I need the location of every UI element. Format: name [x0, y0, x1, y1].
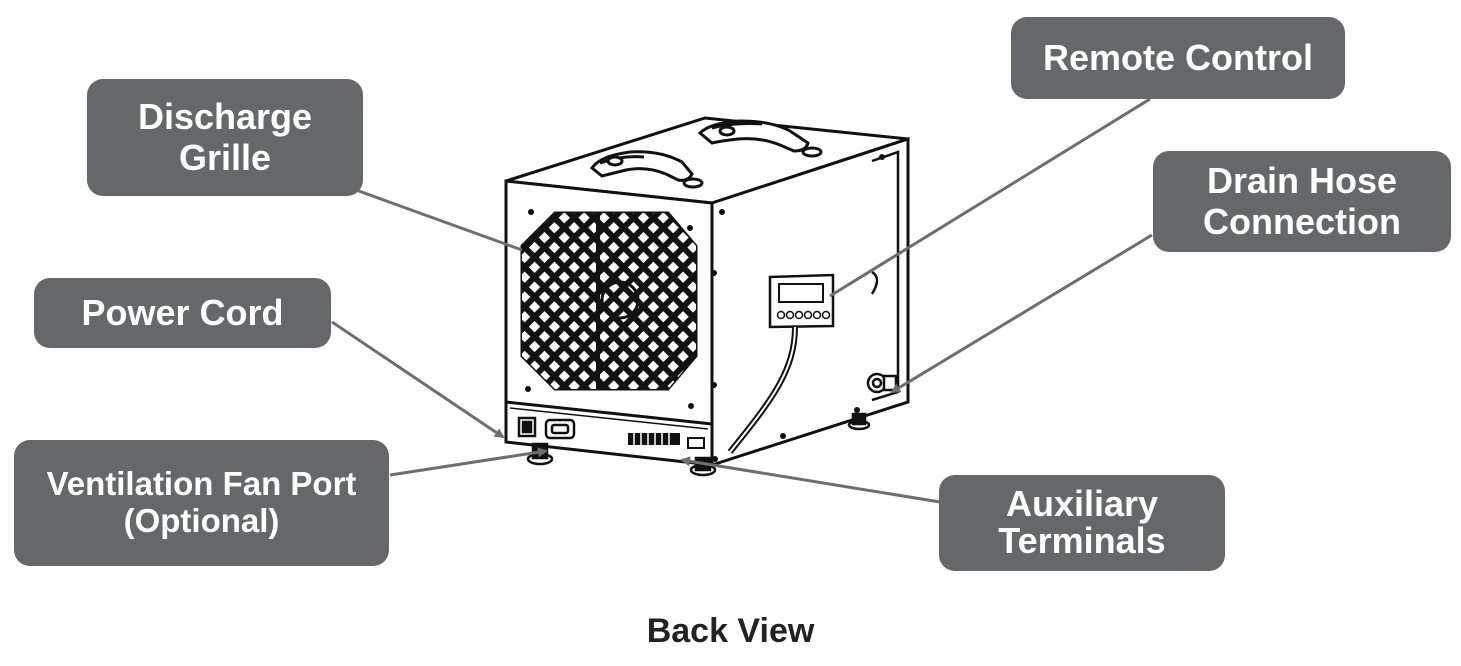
auxiliary-terminals — [628, 433, 705, 449]
callout-auxiliary-terminals: Auxiliary Terminals — [939, 475, 1225, 571]
leader-remote-control — [829, 97, 1151, 298]
callout-auxiliary-line2: Terminals — [998, 520, 1166, 561]
discharge-grille — [520, 211, 698, 391]
callout-drain-hose-connection: Drain Hose Connection — [1153, 151, 1451, 252]
callout-ventilation-fan-port: Ventilation Fan Port (Optional) — [14, 440, 389, 566]
power-cord-socket — [517, 416, 537, 438]
callout-power-cord-line1: Power Cord — [81, 291, 284, 333]
caption-back-view: Back View — [646, 612, 815, 650]
callout-discharge-grille: Discharge Grille — [87, 79, 363, 196]
leader-power-cord — [331, 320, 505, 439]
callout-remote-control-line1: Remote Control — [1043, 36, 1313, 78]
drain-hose-fitting — [866, 372, 898, 394]
callout-drain-hose-line2: Connection — [1203, 200, 1401, 242]
leader-discharge-grille — [355, 188, 523, 252]
ventilation-fan-port — [544, 418, 576, 440]
callout-ventilation-fan-line1: Ventilation Fan Port — [46, 465, 357, 503]
leader-ventilation-fan — [389, 447, 548, 477]
leader-auxiliary-terminals — [680, 456, 941, 504]
callout-drain-hose-line1: Drain Hose — [1206, 160, 1398, 202]
callout-auxiliary-line1: Auxiliary — [1005, 483, 1159, 525]
leader-lines — [331, 97, 1153, 504]
callout-ventilation-fan-line2: (Optional) — [123, 502, 280, 539]
callout-discharge-grille-line2: Grille — [178, 136, 272, 178]
callout-power-cord: Power Cord — [34, 278, 331, 348]
callout-discharge-grille-line1: Discharge — [137, 96, 313, 138]
leader-drain-hose — [890, 233, 1153, 394]
panel-screws — [525, 154, 885, 462]
carry-handles — [589, 119, 823, 189]
callout-remote-control: Remote Control — [1011, 17, 1345, 99]
remote-control-panel — [727, 273, 835, 454]
